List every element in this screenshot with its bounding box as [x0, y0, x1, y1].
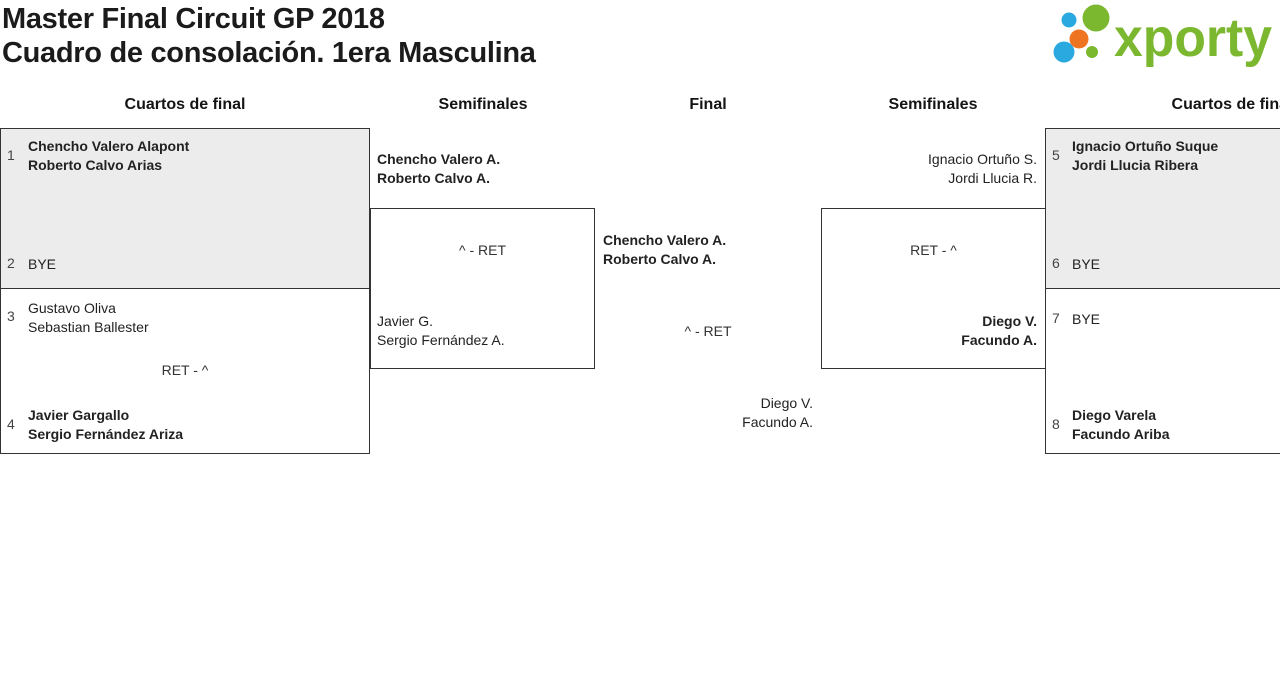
page-title: Master Final Circuit GP 2018 Cuadro de c…: [2, 2, 536, 70]
team-entry-bye: BYE: [1072, 255, 1100, 274]
tournament-name: Master Final Circuit GP 2018: [2, 3, 385, 35]
team-entry: Diego Varela Facundo Ariba: [1072, 406, 1170, 444]
player-name: Javier Gargallo: [28, 407, 130, 423]
team-entry: Diego V. Facundo A.: [961, 312, 1037, 350]
player-name: Sergio Fernández A.: [377, 332, 505, 348]
match-box-qf-right-top: [1045, 128, 1280, 290]
player-name: Jordi Llucia Ribera: [1072, 157, 1199, 173]
team-entry: Gustavo Oliva Sebastian Ballester: [28, 299, 149, 337]
seed-number: 4: [7, 416, 15, 432]
match-box-qf-left-top: [0, 128, 370, 290]
player-name: Sebastian Ballester: [28, 319, 149, 335]
seed-number: 3: [7, 308, 15, 324]
logo-dot-blue-large: [1053, 41, 1075, 63]
round-header-final: Final: [689, 96, 727, 113]
player-name: Jordi Llucia R.: [948, 170, 1037, 186]
match-box-qf-left-bottom: [0, 288, 370, 454]
player-name: Sergio Fernández Ariza: [28, 426, 184, 442]
team-entry-bye: BYE: [28, 255, 56, 274]
player-name: Ignacio Ortuño Suque: [1072, 138, 1219, 154]
bye-label: BYE: [1072, 311, 1101, 327]
team-entry-bye: BYE: [1072, 310, 1100, 329]
player-name: Diego V.: [982, 313, 1037, 329]
logo-dot-green-large: [1082, 4, 1110, 32]
team-entry: Chencho Valero A. Roberto Calvo A.: [603, 231, 726, 269]
seed-number: 5: [1052, 147, 1060, 163]
seed-number: 2: [7, 255, 15, 271]
round-header-semifinals-left: Semifinales: [438, 96, 528, 113]
team-entry: Javier G. Sergio Fernández A.: [377, 312, 505, 350]
player-name: Facundo A.: [961, 332, 1037, 348]
logo-dot-green-small: [1086, 46, 1098, 58]
team-entry: Chencho Valero Alapont Roberto Calvo Ari…: [28, 137, 189, 175]
player-name: Diego V.: [760, 395, 813, 411]
round-header-semifinals-right: Semifinales: [888, 96, 978, 113]
logo-dot-blue-small: [1061, 12, 1077, 28]
match-score: ^ - RET: [684, 323, 732, 339]
match-box-qf-right-bottom: [1045, 288, 1280, 454]
bye-label: BYE: [1072, 256, 1101, 272]
player-name: Chencho Valero A.: [377, 151, 501, 167]
player-name: Chencho Valero Alapont: [28, 138, 190, 154]
player-name: Facundo A.: [742, 414, 813, 430]
player-name: Ignacio Ortuño S.: [928, 151, 1037, 167]
player-name: Facundo Ariba: [1072, 426, 1170, 442]
team-entry: Chencho Valero A. Roberto Calvo A.: [377, 150, 500, 188]
seed-number: 1: [7, 147, 15, 163]
player-name: Roberto Calvo A.: [377, 170, 491, 186]
player-name: Javier G.: [377, 313, 434, 329]
match-score: RET - ^: [161, 362, 209, 378]
seed-number: 6: [1052, 255, 1060, 271]
seed-number: 8: [1052, 416, 1060, 432]
round-header-quarterfinals-left: Cuartos de final: [124, 96, 246, 113]
seed-number: 7: [1052, 310, 1060, 326]
match-box-semifinal-right: [821, 208, 1046, 369]
round-header-quarterfinals-right: Cuartos de final: [1171, 96, 1280, 113]
xporty-logo[interactable]: xporty: [1048, 0, 1278, 70]
team-entry: Diego V. Facundo A.: [742, 394, 813, 432]
team-entry: Ignacio Ortuño Suque Jordi Llucia Ribera: [1072, 137, 1218, 175]
player-name: Roberto Calvo A.: [603, 251, 717, 267]
logo-dot-orange: [1069, 29, 1089, 49]
player-name: Diego Varela: [1072, 407, 1157, 423]
logo-text: xporty: [1114, 8, 1272, 68]
match-box-semifinal-left: [370, 208, 595, 369]
player-name: Gustavo Oliva: [28, 300, 116, 316]
draw-name: Cuadro de consolación. 1era Masculina: [2, 37, 536, 69]
match-score: RET - ^: [910, 242, 957, 258]
player-name: Chencho Valero A.: [603, 232, 727, 248]
team-entry: Javier Gargallo Sergio Fernández Ariza: [28, 406, 183, 444]
match-score: ^ - RET: [458, 242, 506, 258]
bye-label: BYE: [28, 256, 57, 272]
team-entry: Ignacio Ortuño S. Jordi Llucia R.: [928, 150, 1037, 188]
player-name: Roberto Calvo Arias: [28, 157, 163, 173]
